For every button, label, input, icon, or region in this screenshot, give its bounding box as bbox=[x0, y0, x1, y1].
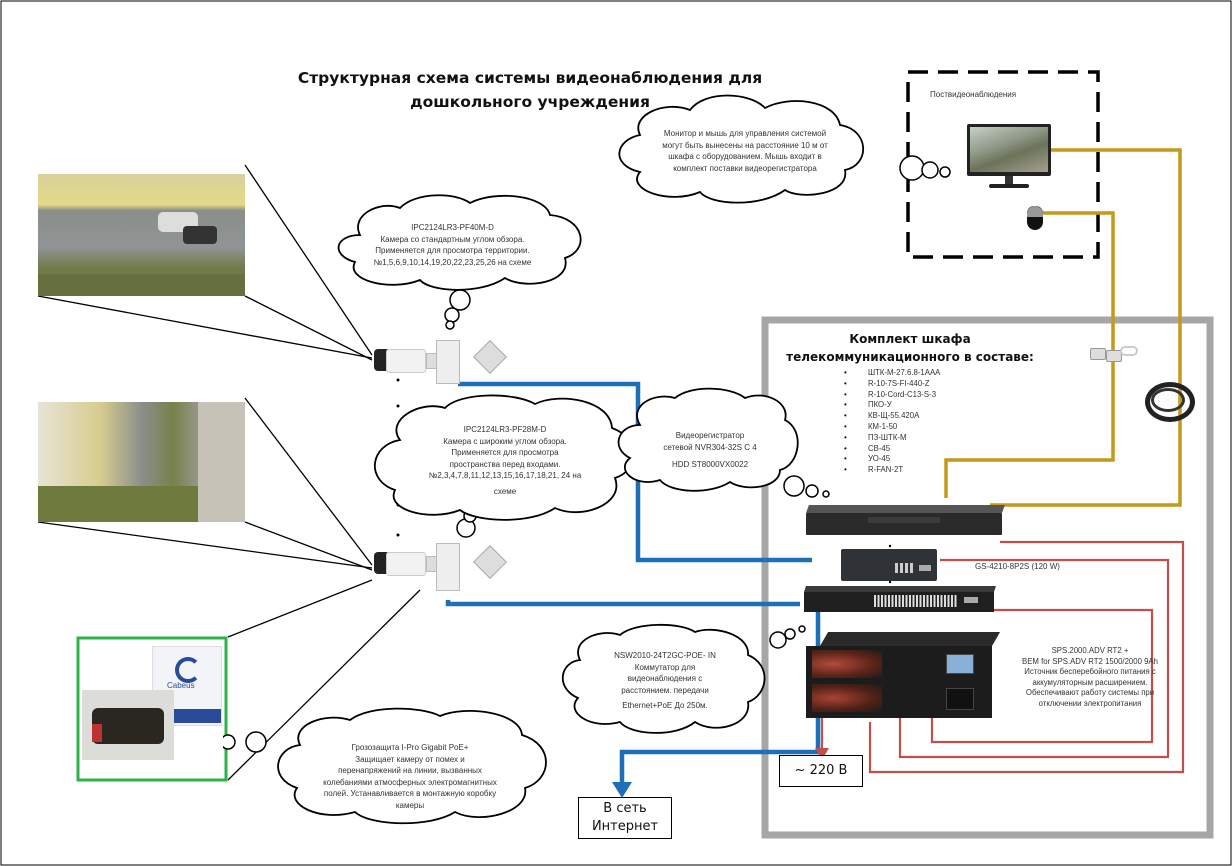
cabinet-item: УО-45 bbox=[840, 454, 940, 465]
clouds bbox=[277, 94, 865, 825]
monitor-icon bbox=[967, 124, 1051, 192]
camera1-view-lines bbox=[37, 164, 421, 781]
ups-grille-top bbox=[812, 650, 882, 678]
cloud-camera-standard-text: IPC2124LR3-PF40M-D Камера со стандартным… bbox=[373, 223, 532, 267]
cabeus-logo-icon bbox=[175, 657, 201, 683]
junction-box bbox=[436, 340, 460, 384]
cabinet-item: СВ-45 bbox=[840, 444, 940, 455]
cloud-nvr-text: Видеорегистратор сетевой NVR304-32S C 4 … bbox=[663, 431, 757, 469]
cloud-monitor-note bbox=[618, 94, 865, 204]
camera-body bbox=[386, 349, 426, 373]
power-cables bbox=[820, 540, 1185, 774]
nsw-switch-device bbox=[804, 586, 996, 612]
cabinet-item: ШТК-М-27.6.8-1ААА bbox=[840, 368, 940, 379]
cabeus-brand-text: Cabeus bbox=[167, 681, 195, 690]
mouse-icon bbox=[1027, 206, 1043, 230]
cloud-surge bbox=[277, 707, 547, 825]
bubble-dots bbox=[201, 155, 951, 753]
surge-frame bbox=[76, 636, 228, 782]
cabinet-frame bbox=[761, 316, 1214, 839]
poe-switch-label: GS-4210-8P2S (120 W) bbox=[975, 562, 1060, 571]
cloud-camera-wide bbox=[374, 394, 635, 521]
surge-protector-photo: Cabeus bbox=[82, 642, 223, 776]
title-line-2: дошкольного учреждения bbox=[410, 93, 650, 111]
usb-cable-coil-icon bbox=[1143, 378, 1195, 422]
power-arrow bbox=[815, 748, 829, 760]
car-shape bbox=[183, 226, 217, 244]
cabinet-item: ПЗ-ШТК-М bbox=[840, 433, 940, 444]
power-220v-label: ~ 220 В bbox=[794, 763, 848, 778]
cloud-switch-text: NSW2010-24T2GC-POE- IN Коммутатор для ви… bbox=[614, 651, 716, 710]
cloud-surge-text: Грозозащита I-Pro Gigabit PoE+ Защищает … bbox=[323, 743, 497, 810]
diagram-title: Структурная схема системы видеонаблюдени… bbox=[250, 66, 810, 114]
monitor-post-frame bbox=[906, 70, 1100, 259]
cloud-monitor-note-text: Монитор и мышь для управления системой м… bbox=[662, 129, 828, 173]
battery-icon bbox=[946, 688, 974, 710]
cloud-camera-standard bbox=[337, 194, 582, 291]
internet-label-line-2: Интернет bbox=[591, 819, 659, 834]
internet-arrow bbox=[612, 782, 632, 798]
camera-body bbox=[386, 552, 426, 576]
cabinet-item-list: ШТК-М-27.6.8-1ААА R-10-7S-FI-440-Z R-10-… bbox=[840, 368, 940, 476]
internet-box: В сеть Интернет bbox=[578, 797, 672, 839]
surge-device-photo bbox=[82, 690, 174, 760]
poe-switch-device bbox=[841, 549, 937, 581]
cabinet-item: ПКО-У bbox=[840, 400, 940, 411]
camera-view-photo-1 bbox=[38, 174, 245, 296]
cloud-camera-wide-text: IPC2124LR3-PF28M-D Камера с широким угло… bbox=[428, 425, 582, 496]
switch-ports bbox=[895, 563, 915, 573]
cabinet-item: R-FAN-2T bbox=[840, 465, 940, 476]
switch-ports bbox=[874, 595, 958, 607]
wall-bracket bbox=[473, 340, 507, 374]
ups-device bbox=[806, 632, 1001, 718]
camera-2 bbox=[374, 543, 514, 608]
usb-extender-icon bbox=[1090, 342, 1138, 364]
internet-label-line-1: В сеть bbox=[603, 801, 647, 816]
grass-shape bbox=[38, 486, 198, 522]
grass-shape bbox=[38, 274, 245, 296]
usb-cables bbox=[944, 148, 1182, 507]
ups-lcd-display bbox=[946, 654, 974, 674]
wall-shape bbox=[198, 402, 245, 522]
cabinet-item: КМ-1-50 bbox=[840, 422, 940, 433]
nvr-device bbox=[806, 505, 1005, 535]
ups-description: SPS.2000.ADV RT2 + BEM for SPS.ADV RT2 1… bbox=[1022, 646, 1158, 708]
cabinet-item: КВ-Щ-55.420А bbox=[840, 411, 940, 422]
cloud-switch bbox=[561, 623, 766, 734]
surge-device bbox=[92, 708, 164, 744]
ups-grille-bottom bbox=[812, 684, 882, 712]
power-220v-box: ~ 220 В bbox=[779, 755, 863, 787]
monitor-post-label: Поствидеонаблюдения bbox=[930, 90, 1017, 99]
camera-1 bbox=[374, 340, 514, 395]
cabinet-item: R-10-Cord-C13-S-3 bbox=[840, 390, 940, 401]
cabinet-title: Комплект шкафа телекоммуникационного в с… bbox=[786, 332, 1034, 364]
cloud-nvr bbox=[617, 387, 799, 492]
junction-box bbox=[436, 543, 460, 591]
camera-view-photo-2 bbox=[38, 402, 245, 522]
cabinet-item: R-10-7S-FI-440-Z bbox=[840, 379, 940, 390]
title-line-1: Структурная схема системы видеонаблюдени… bbox=[297, 69, 763, 87]
wall-bracket bbox=[473, 545, 507, 579]
